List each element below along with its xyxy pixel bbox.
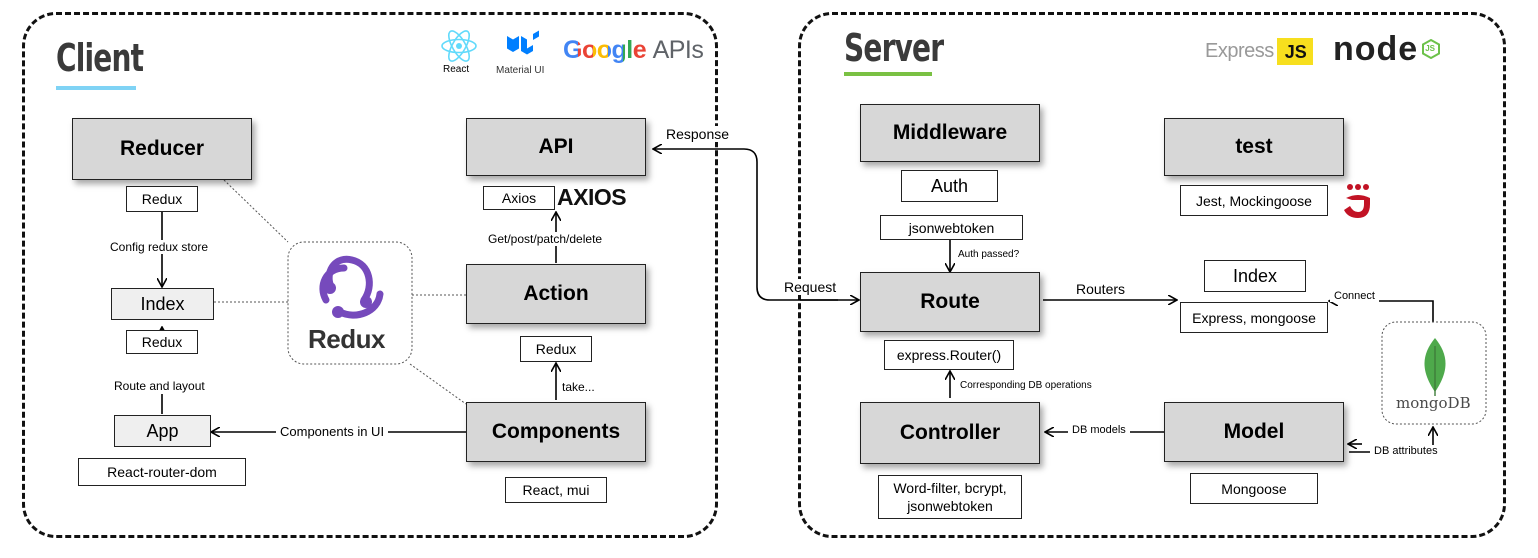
server-title-underline: [844, 72, 932, 76]
db-attributes-edge-label: DB attributes: [1370, 445, 1442, 457]
route-lib-label: express.Router(): [884, 340, 1014, 370]
google-apis-suffix: APIs: [652, 36, 704, 64]
app-node: App: [114, 415, 211, 447]
route-layout-edge-label: Route and layout: [110, 379, 209, 393]
components-ui-edge-label: Components in UI: [276, 424, 389, 439]
jsonwebtoken-label: jsonwebtoken: [880, 215, 1023, 240]
js-badge: JS: [1276, 37, 1313, 65]
node-js-mini: JS: [1425, 44, 1436, 53]
mui-logo: [505, 30, 541, 60]
nodejs-hex-icon: JS: [1422, 38, 1441, 60]
mui-logo-icon: [507, 30, 539, 55]
middleware-node: Middleware: [860, 104, 1040, 162]
client-title-underline: [56, 86, 136, 90]
server-panel: [798, 12, 1506, 538]
model-lib-label: Mongoose: [1190, 473, 1318, 504]
react-logo: [440, 28, 478, 64]
test-node: test: [1164, 118, 1344, 176]
connect-edge-label: Connect: [1330, 290, 1379, 302]
nodejs-logo: node JS: [1333, 29, 1441, 68]
google-wordmark: Google APIs: [563, 36, 704, 65]
components-node: Components: [466, 402, 646, 462]
server-index-node: Index: [1204, 260, 1306, 292]
jest-icon: [1340, 182, 1376, 222]
server-title: Server: [844, 26, 944, 70]
react-atom-icon: [441, 30, 477, 62]
response-edge-label: Response: [662, 126, 734, 142]
test-lib-label: Jest, Mockingoose: [1180, 185, 1328, 216]
client-title: Client: [56, 36, 144, 80]
auth-label: Auth: [901, 170, 998, 202]
redux-logo: Redux: [304, 250, 398, 360]
request-edge-label: Request: [780, 279, 841, 295]
app-lib-label: React-router-dom: [78, 458, 246, 486]
redux-icon: [319, 255, 384, 319]
reducer-node: Reducer: [72, 118, 252, 180]
api-lib-label: Axios: [483, 186, 555, 210]
client-index-node: Index: [111, 288, 214, 320]
db-ops-edge-label: Corresponding DB operations: [956, 380, 1096, 391]
server-index-lib-label: Express, mongoose: [1180, 302, 1328, 333]
mui-caption: Material UI: [496, 65, 545, 76]
db-models-edge-label: DB models: [1068, 424, 1130, 436]
route-node: Route: [860, 272, 1040, 332]
mongodb-label: mongoDB: [1396, 394, 1471, 412]
index-lib-label: Redux: [126, 330, 198, 354]
routers-edge-label: Routers: [1072, 281, 1130, 297]
google-word: Google: [563, 36, 647, 64]
auth-passed-edge-label: Auth passed?: [954, 249, 1024, 260]
action-node: Action: [466, 264, 646, 324]
mongodb-leaf-icon: [1424, 338, 1446, 396]
client-panel: [22, 12, 718, 538]
node-word: node: [1333, 29, 1419, 68]
config-store-edge-label: Config redux store: [106, 240, 213, 254]
components-lib-label: React, mui: [505, 477, 607, 503]
mongodb-logo: mongoDB: [1390, 336, 1480, 416]
reducer-lib-label: Redux: [126, 186, 198, 212]
axios-logo: AXIOS: [557, 184, 627, 210]
model-node: Model: [1164, 402, 1344, 462]
http-methods-edge-label: Get/post/patch/delete: [484, 232, 607, 246]
controller-lib-label: Word-filter, bcrypt, jsonwebtoken: [878, 475, 1022, 519]
react-caption: React: [443, 64, 470, 75]
controller-node: Controller: [860, 402, 1040, 464]
take-edge-label: take...: [558, 380, 599, 394]
redux-label: Redux: [308, 324, 385, 354]
action-lib-label: Redux: [520, 336, 592, 362]
express-logo: Express JS: [1205, 36, 1313, 66]
api-node: API: [466, 118, 646, 176]
express-word: Express: [1205, 39, 1274, 62]
